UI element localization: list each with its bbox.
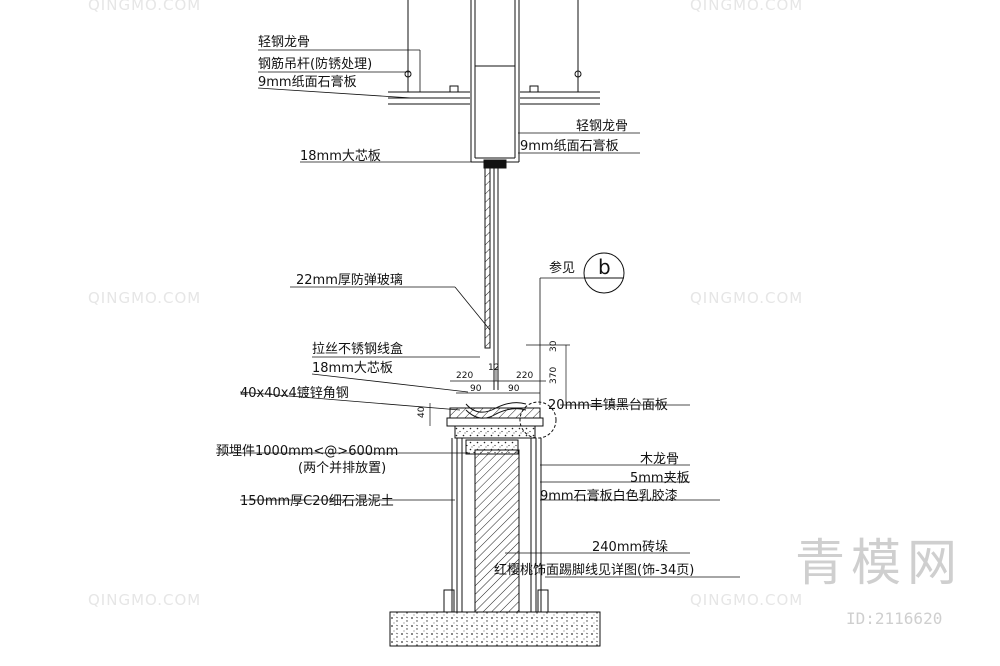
label-gypsum-paint: 9mm石膏板白色乳胶漆 [540,488,678,504]
watermark-tiles: QINGMO.COM QINGMO.COM QINGMO.COM QINGMO.… [88,0,803,609]
brand-watermark: 青模网 [795,534,963,592]
ceiling [388,0,600,105]
dim-12: 12 [488,363,499,373]
watermark-tile: QINGMO.COM [88,0,201,14]
label-core-board-top: 18mm大芯板 [300,149,381,164]
label-core-board-mid: 18mm大芯板 [312,361,393,376]
dim-370: 370 [549,367,559,384]
label-counter-top: 20mm丰镇黑台面板 [548,398,668,413]
label-glass: 22mm厚防弹玻璃 [296,272,403,288]
ground [389,611,601,647]
glass-panel [484,167,499,390]
label-embedded-note: (两个并排放置) [298,461,386,476]
reference-symbol: b [583,252,625,294]
label-ref-see: 参见 [549,260,575,276]
dim-90-left: 90 [470,384,482,394]
label-concrete: 150mm厚C20细石混泥土 [240,494,394,509]
label-skirting: 红樱桃饰面踢脚线见详图(饰-34页) [494,562,694,578]
label-ceiling-keel: 轻钢龙骨 [258,35,310,50]
label-box-gypsum: 9mm纸面石膏板 [520,138,619,154]
leader-lines [216,49,740,578]
label-plywood: 5mm夹板 [630,471,690,486]
label-hanger-rod: 钢筋吊杆(防锈处理) [258,56,372,72]
watermark-id: ID:2116620 [846,609,942,628]
dimension-texts: 12 30 220 220 370 90 90 40 [417,340,559,418]
dim-90-right: 90 [508,384,520,394]
label-embedded: 预埋件1000mm<@>600mm [216,444,398,459]
label-trunking: 拉丝不锈钢线盒 [312,341,403,357]
label-gypsum-top: 9mm纸面石膏板 [258,74,357,90]
ref-symbol-letter: b [598,255,611,279]
dim-40: 40 [417,406,427,418]
counter-assembly [446,401,557,439]
watermark-tile: QINGMO.COM [88,289,201,307]
label-box-keel: 轻钢龙骨 [576,119,628,134]
watermark-tile: QINGMO.COM [88,591,201,609]
annotations: 轻钢龙骨 钢筋吊杆(防锈处理) 9mm纸面石膏板 轻钢龙骨 9mm纸面石膏板 1… [216,35,694,578]
label-angle-steel: 40x40x4镀锌角钢 [240,385,349,401]
dim-220-left: 220 [456,371,473,381]
column-box [470,0,520,169]
watermark-tile: QINGMO.COM [690,591,803,609]
wall-body [443,438,549,613]
watermark-tile: QINGMO.COM [690,289,803,307]
dim-30: 30 [549,340,559,352]
dim-220-right: 220 [516,371,533,381]
dimension-lines [429,344,570,426]
label-brick: 240mm砖垛 [592,540,668,555]
label-wood-keel: 木龙骨 [640,452,679,467]
watermark-tile: QINGMO.COM [690,0,803,14]
